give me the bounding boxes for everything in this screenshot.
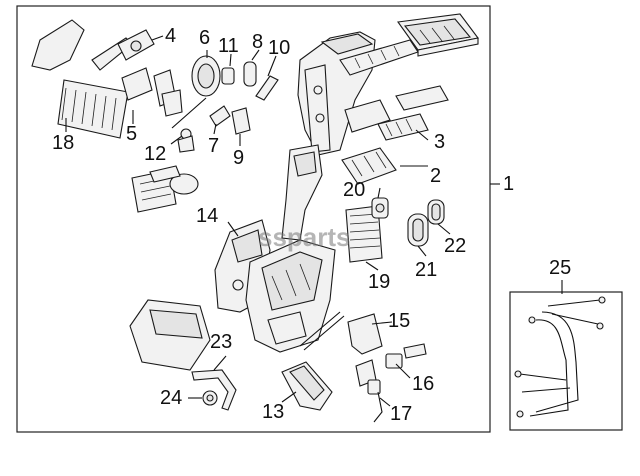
part-16-clip: [385, 343, 427, 369]
callout-18: 18: [52, 132, 75, 154]
callout-7: 7: [208, 135, 220, 157]
watermark: ssparts: [258, 222, 351, 252]
part-20-seal: [371, 197, 389, 219]
callout-25: 25: [549, 257, 572, 279]
part-5-actuator: [121, 67, 183, 117]
part-9-clip: [231, 107, 251, 135]
part-22-gasket: [427, 199, 445, 225]
part-3-grille: [377, 85, 449, 141]
part-link-rod: [299, 311, 345, 351]
callout-13: 13: [262, 401, 285, 423]
callout-17: 17: [390, 403, 413, 425]
callout-19: 19: [368, 271, 391, 293]
callout-8: 8: [252, 31, 264, 53]
callout-11: 11: [218, 35, 239, 57]
part-lower-case: [129, 299, 211, 371]
callout-14: 14: [196, 205, 219, 227]
callout-2: 2: [430, 165, 442, 187]
callout-22: 22: [444, 235, 467, 257]
callout-16: 16: [412, 373, 435, 395]
callout-12: 12: [144, 143, 167, 165]
part-17-pin: [367, 379, 383, 423]
callout-15: 15: [388, 310, 411, 332]
callout-6: 6: [199, 27, 211, 49]
callout-9: 9: [233, 147, 245, 169]
part-blower-cover: [131, 165, 199, 213]
part-15-bracket: [347, 313, 383, 387]
part-6-motor: [191, 55, 221, 97]
callout-23: 23: [210, 331, 233, 353]
part-23-hose: [191, 369, 237, 411]
inset-frame: [509, 291, 623, 431]
part-13-duct: [281, 361, 333, 411]
part-cover-filter: [397, 13, 479, 57]
part-lower-housing: [245, 239, 336, 353]
leader-lines: [65, 35, 563, 407]
part-25-pipe-assembly: [514, 296, 606, 418]
callout-4: 4: [165, 25, 177, 47]
part-upper-housing: [297, 31, 419, 156]
callout-3: 3: [434, 131, 446, 153]
part-8-link: [243, 61, 257, 87]
part-21-gasket: [407, 213, 429, 247]
part-12-rod: [171, 97, 207, 153]
part-10-lever: [255, 75, 279, 101]
callout-21: 21: [415, 259, 438, 281]
callout-24: 24: [160, 387, 183, 409]
callout-10: 10: [268, 37, 291, 59]
part-19-core: [345, 205, 383, 263]
part-24-grommet: [202, 390, 218, 406]
callout-1: 1: [503, 173, 515, 195]
main-assembly-frame: [16, 5, 491, 433]
callout-20: 20: [343, 179, 366, 201]
part-4-actuator: [117, 29, 155, 61]
part-7-clip: [209, 105, 231, 127]
part-duct: [281, 144, 323, 241]
part-2-grille: [341, 147, 397, 185]
part-18-heater-core: [31, 19, 133, 139]
callout-5: 5: [126, 123, 138, 145]
part-11-clip: [221, 67, 235, 85]
